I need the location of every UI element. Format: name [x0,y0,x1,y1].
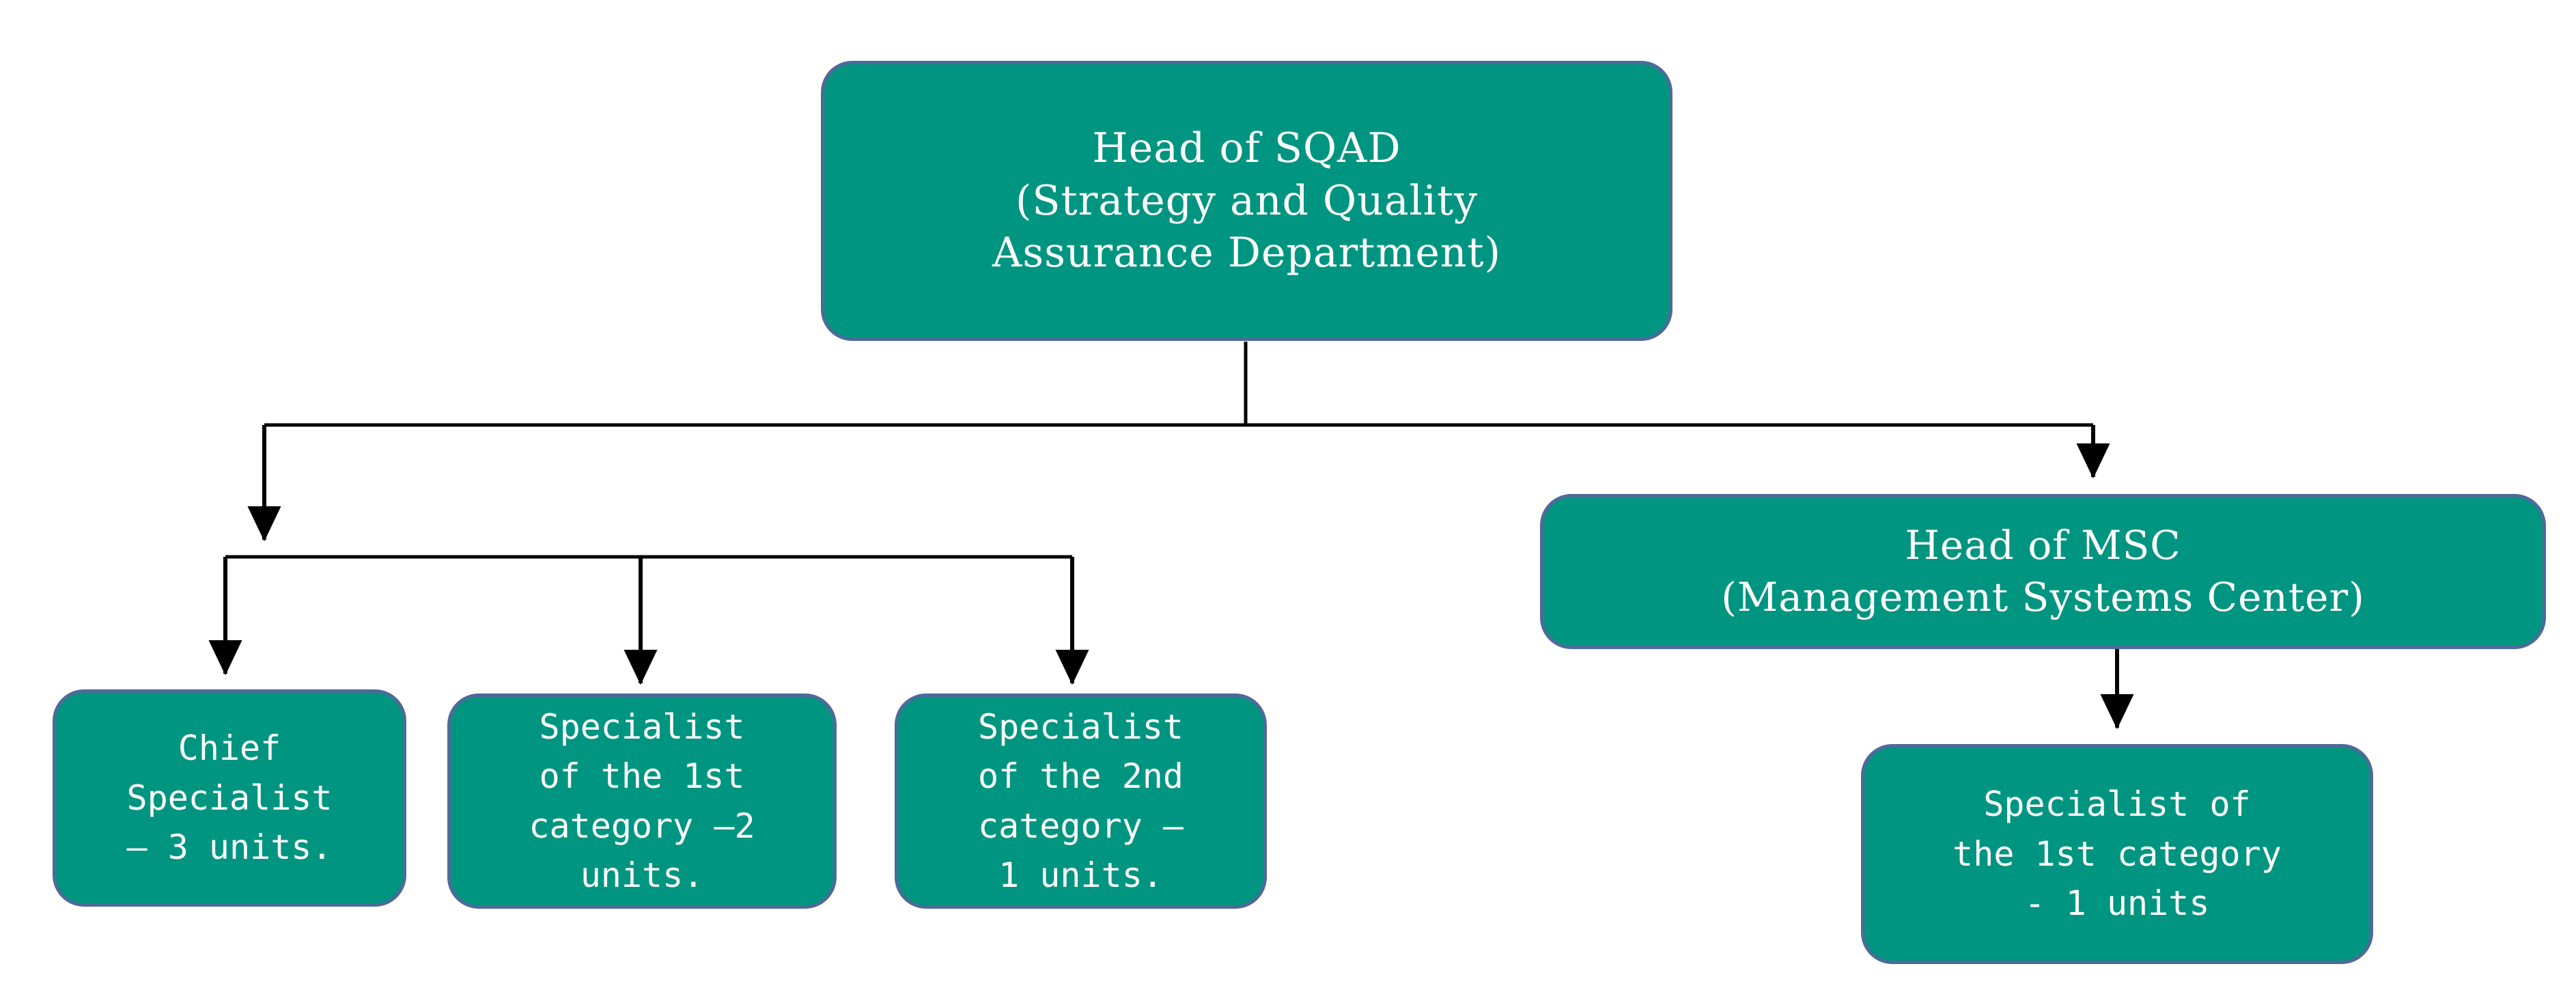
node-head-sqad-label: Head of SQAD (Strategy and Quality Assur… [992,124,1501,277]
node-head-msc[interactable]: Head of MSC (Management Systems Center) [1540,494,2546,649]
node-chief-specialist-label: Chief Specialist – 3 units. [126,728,333,868]
node-specialist-1st-category-left[interactable]: Specialist of the 1st category –2 units. [447,693,837,909]
edge-sqad-to-left-group [225,425,1072,673]
node-specialist-2nd-category[interactable]: Specialist of the 2nd category – 1 units… [895,693,1267,909]
node-specialist-1st-category-right[interactable]: Specialist of the 1st category - 1 units [1861,744,2373,964]
node-specialist-1st-category-left-label: Specialist of the 1st category –2 units. [529,706,755,896]
node-specialist-2nd-category-label: Specialist of the 2nd category – 1 units… [977,706,1184,896]
node-specialist-1st-category-right-label: Specialist of the 1st category - 1 units [1952,784,2282,924]
node-chief-specialist[interactable]: Chief Specialist – 3 units. [53,689,406,907]
node-head-sqad[interactable]: Head of SQAD (Strategy and Quality Assur… [821,61,1672,341]
node-head-msc-label: Head of MSC (Management Systems Center) [1721,522,2365,620]
edge-sqad-trunk [264,342,2093,427]
